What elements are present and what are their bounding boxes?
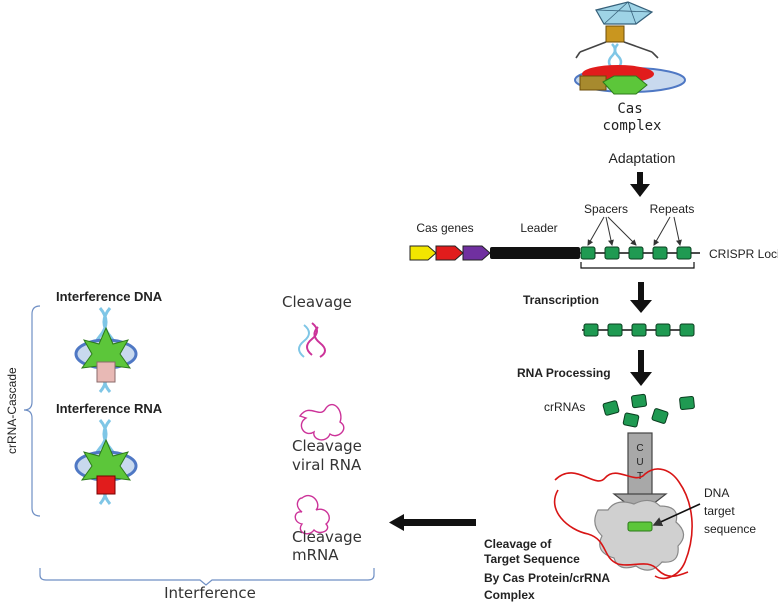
cas-genes-label: Cas genes — [416, 221, 473, 235]
dna-target-label-line1: DNA — [704, 486, 729, 500]
cut-letter-u: U — [636, 457, 643, 468]
rna-processing-arrow — [630, 350, 652, 386]
pre-crrna — [583, 323, 695, 337]
cascade-brace — [23, 305, 41, 517]
cleavage-viral-line2: viral RNA — [292, 456, 362, 474]
cas-gene-red — [435, 245, 464, 261]
cas-complex-label-line1: Cas — [617, 101, 642, 117]
mrna-icon — [294, 494, 330, 535]
cleavage-target-line1: Cleavage of — [484, 537, 552, 551]
cleavage-target-line3: By Cas Protein/crRNA — [484, 571, 610, 585]
cas-complex-label-line2: complex — [602, 118, 661, 134]
to-interference-arrow — [389, 514, 476, 531]
phage-icon — [575, 1, 659, 69]
membrane-line-1 — [554, 468, 693, 580]
interference-dna-complex-icon — [74, 307, 138, 393]
interference-dna-label: Interference DNA — [56, 289, 163, 304]
adaptation-arrow — [630, 172, 650, 197]
rna-processing-label: RNA Processing — [517, 366, 611, 380]
dna-target-label-line2: target — [704, 504, 735, 518]
interference-rna-complex-icon — [74, 419, 138, 505]
crrnas — [602, 393, 695, 428]
cas-gene-purple — [462, 245, 491, 261]
cleavage-viral-line1: Cleavage — [292, 437, 362, 455]
target-complex-icon — [594, 499, 685, 571]
dna-target-pointer — [652, 503, 701, 527]
viral-rna-icon — [298, 403, 345, 441]
crispr-loci-label: CRISPR Loci — [709, 247, 778, 261]
cut-letter-c: C — [636, 443, 643, 454]
repeats-label: Repeats — [650, 202, 695, 216]
cleavage-label-1: Cleavage — [282, 293, 352, 311]
cleavage-mrna-line1: Cleavage — [292, 528, 362, 546]
crrnas-label: crRNAs — [544, 400, 585, 414]
crispr-bracket — [580, 262, 695, 269]
transcription-arrow — [630, 282, 652, 313]
interference-brace — [39, 568, 375, 586]
crrna-cascade-label: crRNA-Cascade — [5, 367, 19, 454]
cleavage-target-line2: Target Sequence — [484, 552, 580, 566]
pointer-arrows — [587, 216, 682, 246]
dna-target-label-line3: sequence — [704, 522, 756, 536]
membrane-line-2 — [553, 489, 689, 578]
cleaved-dna-icon — [298, 322, 326, 358]
cleavage-mrna-line2: mRNA — [292, 546, 339, 564]
cas-complex-icon — [574, 65, 686, 95]
leader-segment — [490, 247, 580, 259]
leader-label: Leader — [520, 221, 557, 235]
cas-gene-yellow — [409, 245, 437, 261]
crispr-array — [580, 246, 692, 260]
cleavage-target-line4: Complex — [484, 588, 535, 602]
interference-label: Interference — [164, 584, 256, 602]
adaptation-label: Adaptation — [609, 150, 676, 166]
interference-rna-label: Interference RNA — [56, 401, 163, 416]
transcription-label: Transcription — [523, 293, 599, 307]
spacers-label: Spacers — [584, 202, 628, 216]
